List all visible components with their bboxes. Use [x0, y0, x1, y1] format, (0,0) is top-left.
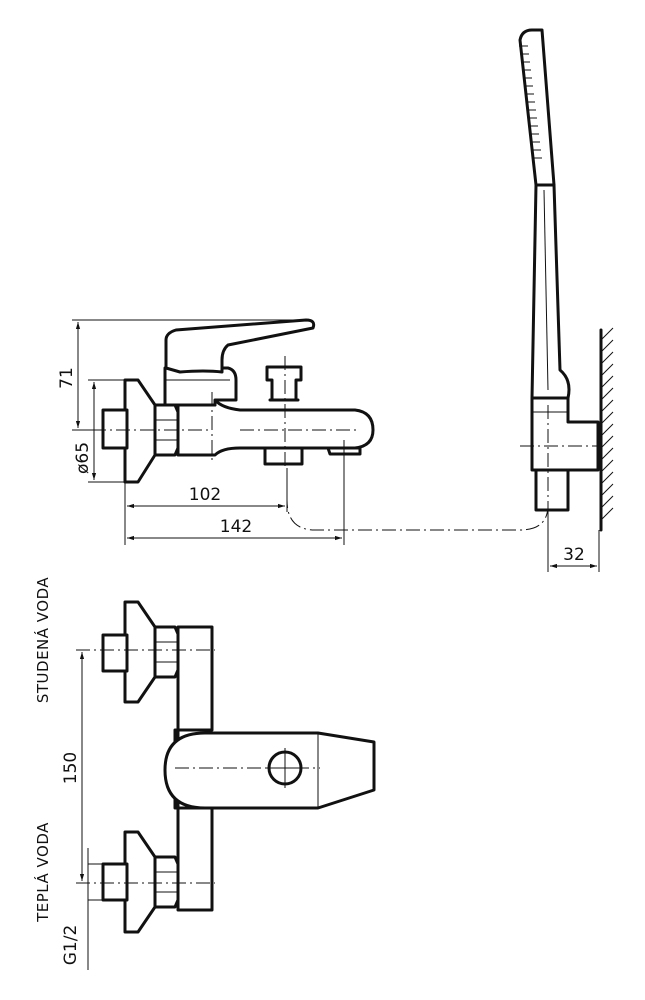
wall-hatching	[600, 327, 614, 521]
dim-142-text: 142	[220, 517, 252, 537]
diverter-knob	[265, 365, 303, 402]
dim-150-text: 150	[61, 752, 81, 784]
shower-head	[518, 28, 556, 187]
side-view: 71 ø65 102 142	[57, 318, 549, 545]
connection-pipe	[101, 408, 129, 450]
mixer-lever	[164, 318, 316, 374]
mixer-body-front	[173, 625, 214, 912]
label-cold-water: STUDENÁ VODA	[33, 577, 52, 704]
label-hot-water: TEPLÁ VODA	[33, 822, 52, 923]
dim-65-text: ø65	[73, 442, 93, 474]
pipe-top	[101, 633, 129, 673]
hand-shower-view: 32	[518, 28, 614, 572]
front-view: 150 G1/2 STUDENÁ VODA TEPLÁ VODA	[33, 577, 376, 970]
bottom-connector	[263, 446, 304, 466]
wall-rosette	[123, 378, 157, 484]
rosette-top	[123, 600, 157, 704]
hose-connector	[534, 468, 570, 512]
dim-71-text: 71	[57, 367, 77, 389]
mixer-body	[176, 398, 375, 457]
cartridge-housing	[163, 366, 238, 407]
wall-holder	[530, 396, 600, 472]
dim-32-text: 32	[563, 545, 585, 565]
nut-top	[153, 625, 180, 679]
shower-nozzles	[519, 45, 542, 159]
rosette-bottom	[123, 830, 157, 934]
pipe-bottom	[101, 862, 129, 902]
shower-handle	[530, 183, 571, 400]
nut-bottom	[153, 855, 180, 909]
dim-102-text: 102	[189, 485, 221, 505]
dim-thread-text: G1/2	[61, 925, 81, 966]
